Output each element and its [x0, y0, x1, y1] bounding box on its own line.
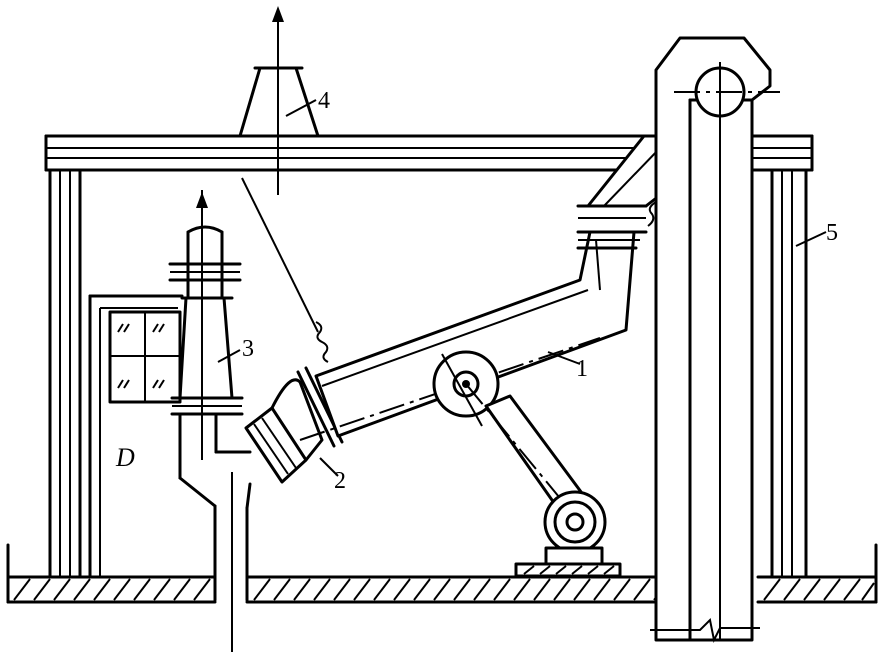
hood-exhaust-arrow — [272, 6, 284, 22]
inlet-connection — [244, 366, 344, 484]
exhaust-hood — [238, 6, 320, 333]
label-part-5: 5 — [826, 220, 838, 246]
eccentric-drive — [432, 350, 622, 578]
callout-leaders — [217, 99, 827, 477]
label-door: D — [115, 443, 135, 472]
label-part-1: 1 — [576, 356, 588, 382]
label-part-3: 3 — [242, 336, 254, 362]
label-part-4: 4 — [318, 88, 330, 114]
exhaust-stack — [168, 190, 252, 652]
door-frame — [88, 294, 184, 579]
window — [108, 310, 182, 404]
elevator-column — [650, 36, 780, 644]
label-part-2: 2 — [334, 468, 346, 494]
stack-exhaust-arrow — [196, 192, 208, 208]
